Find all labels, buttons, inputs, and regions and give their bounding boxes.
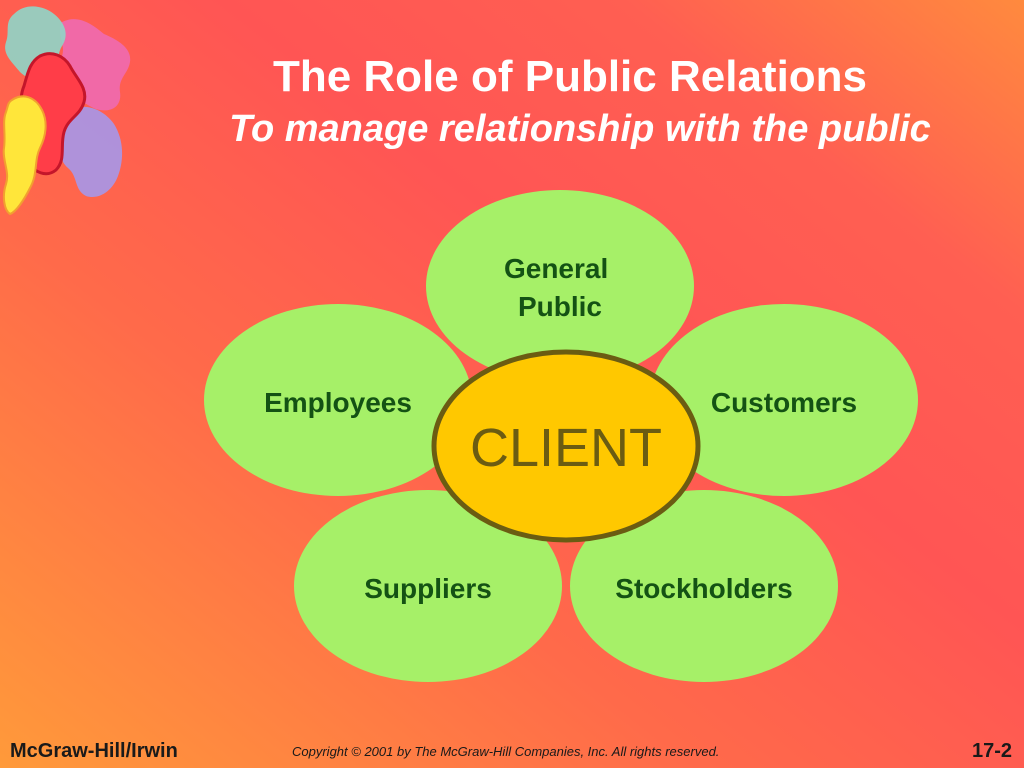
puzzle-piece-lavender	[60, 106, 123, 198]
slide-title: The Role of Public Relations	[272, 52, 868, 101]
slide-subtitle: To manage relationship with the public	[229, 108, 931, 150]
footer-copyright: Copyright © 2001 by The McGraw-Hill Comp…	[292, 744, 720, 759]
petal-suppliers	[294, 490, 562, 682]
center-client-label: CLIENT	[470, 418, 662, 478]
puzzle-pieces-logo-icon	[2, 6, 131, 216]
label-stockholders: Stockholders	[615, 573, 792, 604]
label-employees: Employees	[264, 387, 412, 418]
center-client-ellipse	[431, 349, 701, 543]
label-customers: Customers	[711, 387, 857, 418]
label-suppliers: Suppliers	[364, 573, 492, 604]
label-general-public: General Public	[504, 253, 616, 322]
puzzle-piece-yellow	[2, 95, 47, 216]
label-general-public-line2: Public	[518, 291, 602, 322]
petal-customers	[650, 304, 918, 496]
petal-general-public	[426, 190, 694, 382]
footer-slide-number: 17-2	[971, 740, 1012, 762]
label-general-public-line1: General	[504, 253, 608, 284]
petal-employees	[204, 304, 472, 496]
petal-stockholders	[570, 490, 838, 682]
footer-publisher: McGraw-Hill/Irwin	[10, 740, 178, 762]
